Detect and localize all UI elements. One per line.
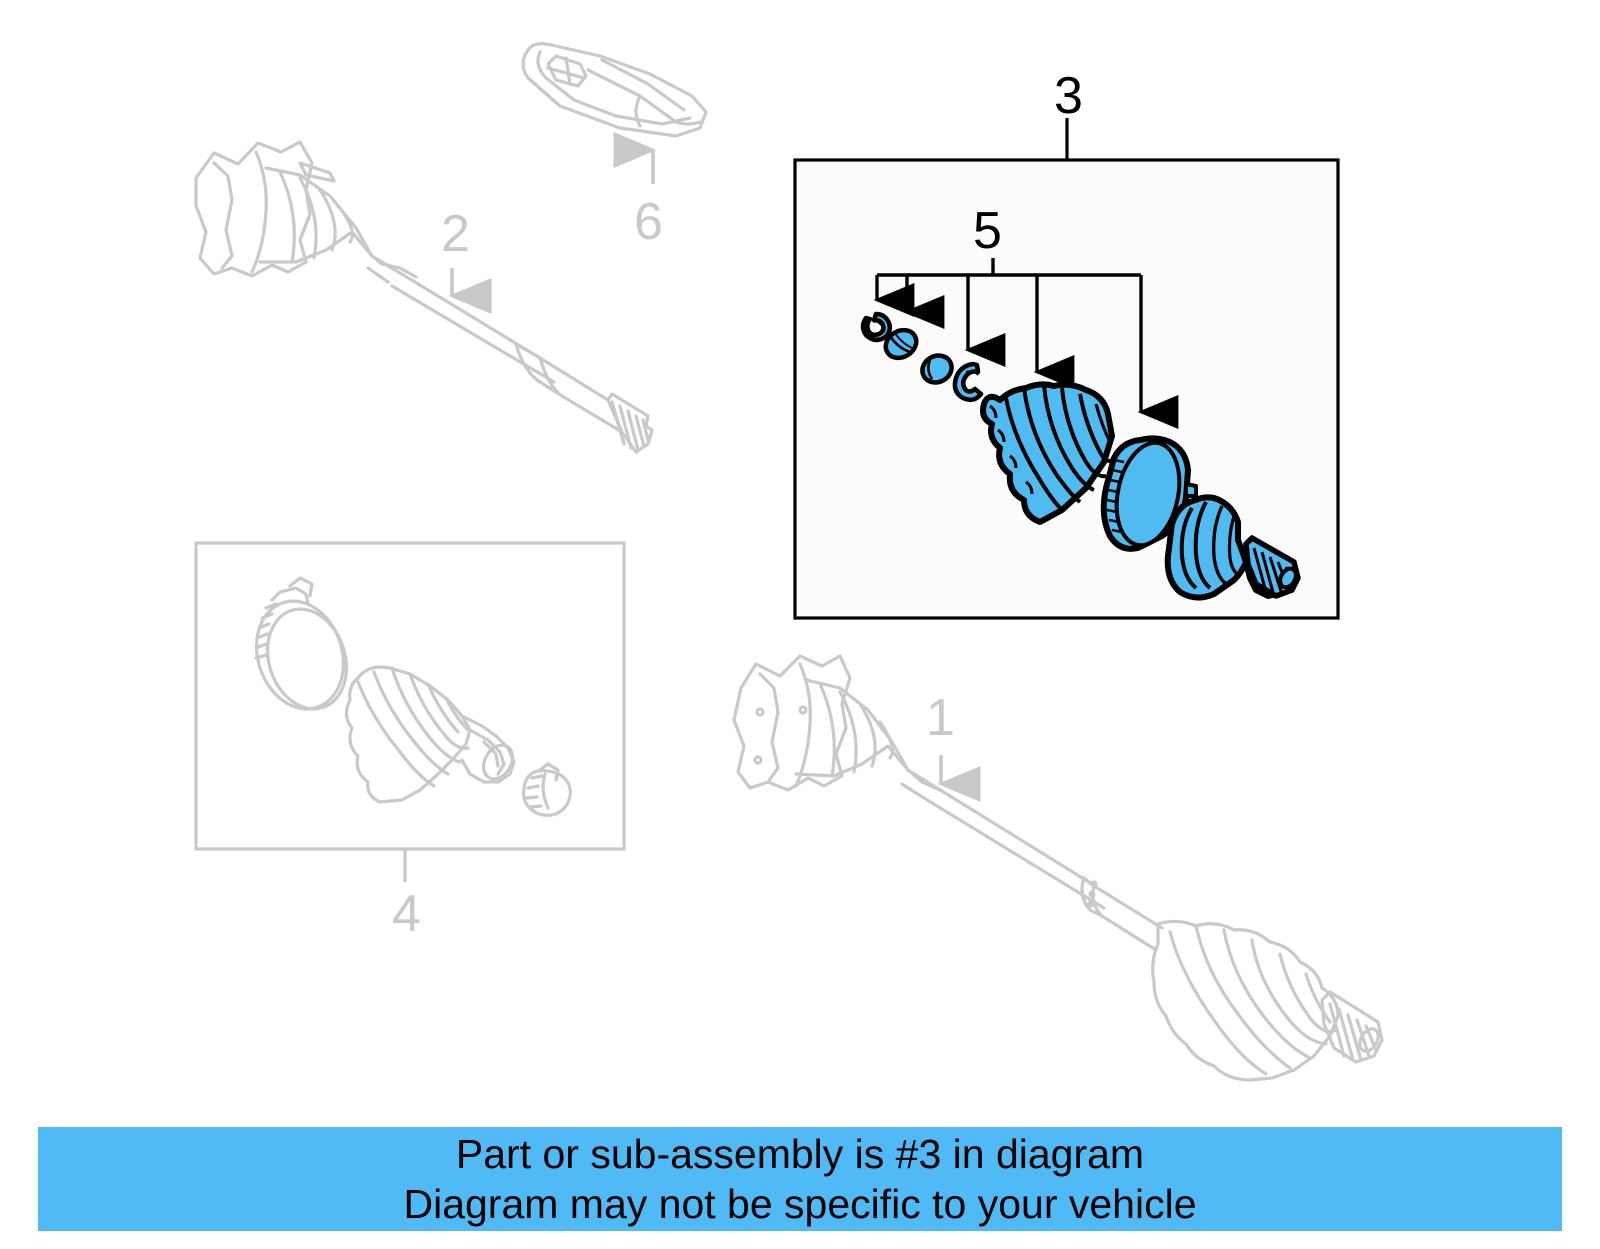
part-thrust-washer — [920, 353, 954, 385]
callout-3-label: 3 — [1054, 67, 1083, 125]
part-circlip — [883, 327, 919, 361]
part-6-boot-clamp — [521, 42, 708, 138]
banner-line-2: Diagram may not be specific to your vehi… — [403, 1181, 1197, 1227]
callout-5-label: 5 — [973, 202, 1002, 260]
part-outer-cv-joint-housing — [1164, 494, 1301, 601]
box-4-inner-boot-kit — [194, 541, 626, 882]
part-4-boot-kit-contents — [254, 576, 572, 817]
callout-6-label: 6 — [634, 193, 663, 251]
part-retaining-snap-ring — [860, 311, 893, 343]
callout-1-label: 1 — [926, 689, 955, 747]
part-dished-washer — [952, 361, 984, 403]
callout-5-bracket — [873, 258, 1179, 429]
part-1-drive-shaft — [732, 654, 1384, 1082]
part-rubber-boot-bellows — [980, 381, 1115, 525]
banner-line-1: Part or sub-assembly is #3 in diagram — [455, 1131, 1145, 1177]
callout-4-label: 4 — [392, 885, 421, 943]
diagram-notice-banner: Part or sub-assembly is #3 in diagram Di… — [38, 1127, 1562, 1231]
callout-2-label: 2 — [441, 205, 470, 263]
part-2-drive-shaft — [194, 140, 654, 454]
part-clamp-disc — [1100, 435, 1198, 552]
